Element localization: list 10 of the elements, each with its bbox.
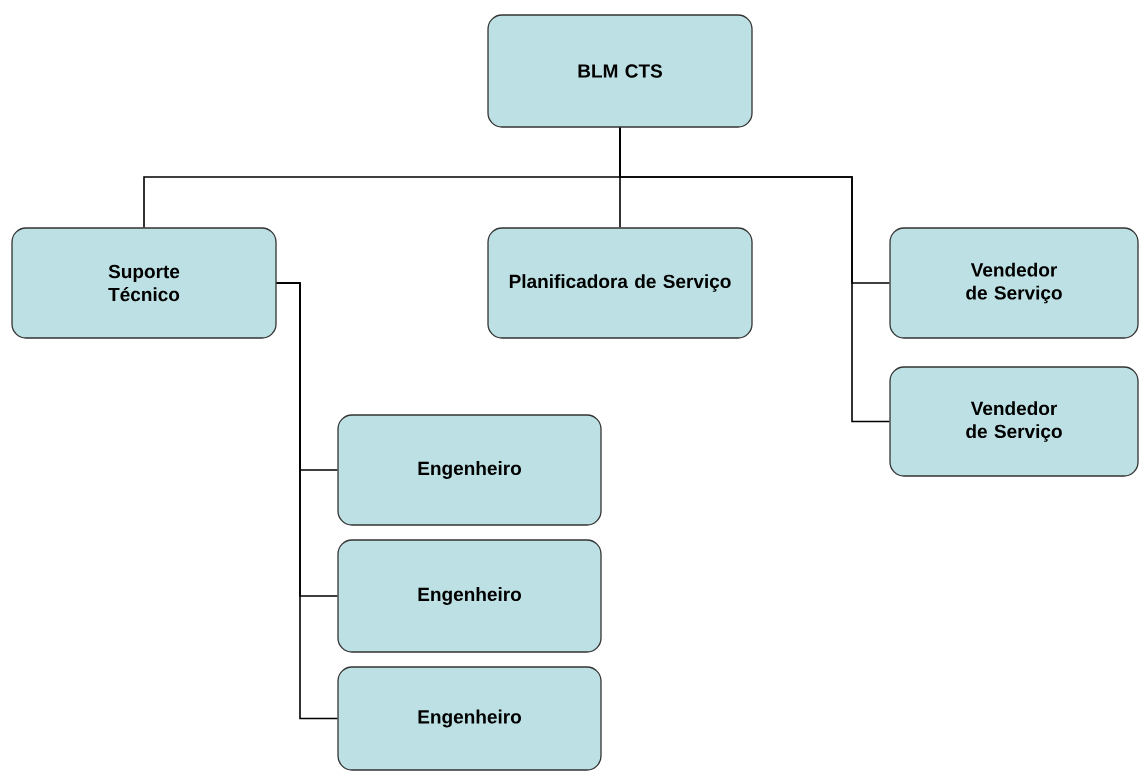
org-box: Engenheiro (337, 666, 602, 771)
connector-line (619, 126, 891, 423)
org-box: Suporte Técnico (11, 227, 277, 339)
org-box: Vendedor de Serviço (889, 227, 1139, 339)
org-box: Engenheiro (337, 539, 602, 653)
org-box: Planificadora de Serviço (487, 227, 753, 339)
org-box: Vendedor de Serviço (889, 366, 1139, 477)
connector-line (275, 282, 339, 720)
org-box: BLM CTS (487, 14, 753, 128)
org-box: Engenheiro (337, 414, 602, 526)
